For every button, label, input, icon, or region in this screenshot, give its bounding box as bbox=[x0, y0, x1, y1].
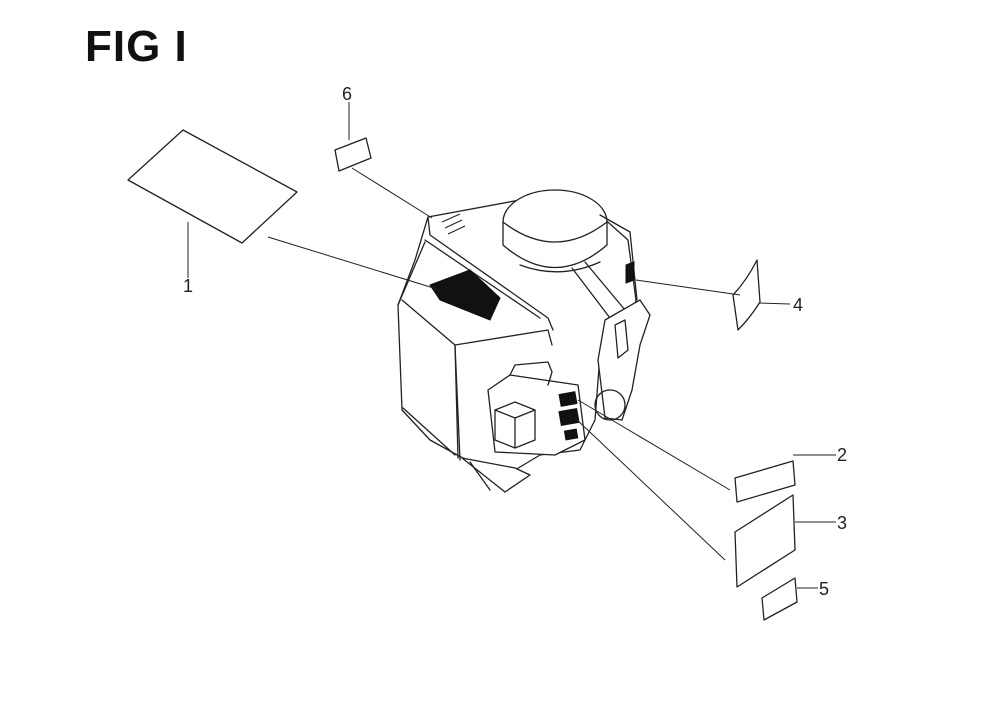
decal-6-card bbox=[334, 137, 372, 172]
callout-5: 5 bbox=[819, 579, 830, 599]
leader-lines bbox=[187, 102, 836, 589]
decal-1-card bbox=[127, 129, 298, 244]
callout-6: 6 bbox=[342, 84, 353, 104]
figure-title: FIG I bbox=[85, 22, 188, 71]
engine-body bbox=[397, 189, 651, 493]
callout-4: 4 bbox=[793, 295, 804, 315]
decal-2-card bbox=[734, 460, 796, 503]
callout-3: 3 bbox=[837, 513, 848, 533]
decal-3-card bbox=[734, 494, 796, 588]
decal-4-card bbox=[732, 259, 761, 331]
callout-1: 1 bbox=[183, 276, 194, 296]
decal-5-card bbox=[761, 577, 798, 621]
callout-2: 2 bbox=[837, 445, 848, 465]
